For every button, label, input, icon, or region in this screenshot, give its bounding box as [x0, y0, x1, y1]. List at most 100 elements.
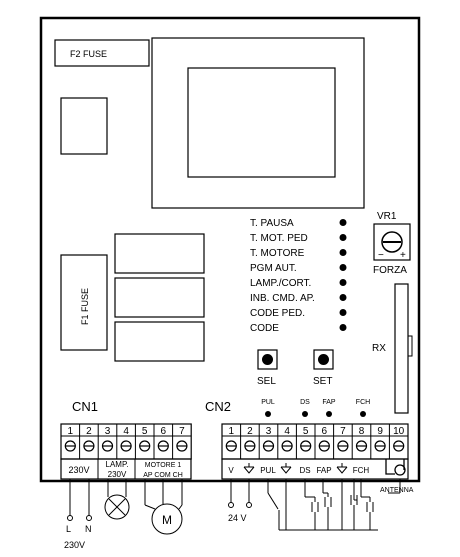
terminal-number: 9 [377, 426, 383, 437]
wire-terminal [246, 502, 252, 508]
indicator-led [339, 264, 347, 271]
ground-symbol [280, 466, 292, 474]
cn2-input-label: DS [300, 399, 310, 406]
pul-switch [267, 492, 279, 510]
terminal-number: 4 [284, 426, 290, 437]
cn2-input-led [326, 411, 332, 417]
lamp-icon [104, 494, 130, 520]
indicator-label: LAMP./CORT. [250, 278, 311, 289]
wire [178, 504, 183, 510]
transformer-outer [151, 37, 365, 209]
relay-3 [114, 321, 205, 362]
terminal-number: 10 [393, 426, 405, 437]
wire-n-label: N [85, 524, 92, 534]
indicator-led [339, 294, 347, 301]
cn2-input-label: PUL [261, 399, 275, 406]
f1-fuse-label: F1 FUSE [80, 288, 90, 325]
indicator-led [339, 309, 347, 316]
cn1-title: CN1 [72, 399, 98, 414]
terminal-number: 2 [86, 426, 92, 437]
rx-label: RX [372, 343, 386, 354]
sel-button-cap [262, 354, 273, 365]
trimmer-knob[interactable] [381, 231, 403, 253]
sel-button[interactable] [257, 349, 278, 370]
cn1-motor-pins: AP COM CH [143, 472, 183, 479]
ground-symbol [243, 466, 255, 474]
ground-symbol [336, 466, 348, 474]
cn1-lamp-label: LAMP. [106, 460, 129, 469]
cn1-230v-label: 230V [68, 465, 89, 475]
terminal-number: 1 [229, 426, 235, 437]
cn2-bottom-label: DS [299, 466, 310, 475]
cn2-bottom-label: V [228, 466, 234, 475]
cn2-input-led [265, 411, 271, 417]
cn2-title: CN2 [205, 399, 231, 414]
wire [144, 504, 156, 510]
wire-l-label: L [66, 524, 71, 534]
f2-fuse [54, 39, 150, 67]
trimmer-minus: − [378, 250, 384, 261]
sel-label: SEL [257, 376, 276, 387]
cn2-bottom-label: PUL [260, 466, 276, 475]
indicator-led [339, 279, 347, 286]
relay-1 [114, 233, 205, 274]
set-button-cap [318, 354, 329, 365]
cn2-bottom-label: FAP [316, 466, 331, 475]
supply-voltage-label: 24 V [228, 513, 247, 523]
antenna-label: ANTENNA [380, 487, 414, 494]
board-outline [39, 16, 421, 483]
cn2-input-led [360, 411, 366, 417]
motor-label: M [162, 513, 172, 527]
f2-fuse-label: F2 FUSE [70, 49, 107, 59]
motor-icon [151, 503, 183, 535]
terminal-number: 7 [179, 426, 185, 437]
terminal-number: 4 [123, 426, 129, 437]
trimmer-plus: + [400, 250, 406, 261]
rx-module [394, 283, 409, 414]
terminal-number: 1 [68, 426, 74, 437]
indicator-label: CODE PED. [250, 308, 305, 319]
antenna-symbol [385, 459, 395, 475]
indicator-label: INB. CMD. AP. [250, 293, 315, 304]
cn1-motor-label: MOTORE 1 [145, 462, 182, 469]
cn2-label-strip [221, 458, 409, 480]
set-button[interactable] [313, 349, 334, 370]
transformer-core [187, 67, 336, 178]
indicator-label: T. MOTORE [250, 248, 305, 259]
vr1-label: VR1 [377, 211, 397, 222]
indicator-led [339, 219, 347, 226]
terminal-number: 3 [266, 426, 272, 437]
rx-pin [407, 335, 413, 357]
cn2-input-led [302, 411, 308, 417]
cn2-bottom-label: FCH [353, 466, 370, 475]
relay-2 [114, 277, 205, 318]
lamp-icon [108, 498, 126, 516]
terminal-number: 8 [359, 426, 365, 437]
terminal-number: 6 [161, 426, 167, 437]
mains-voltage-label: 230V [64, 540, 85, 550]
terminal-number: 7 [340, 426, 346, 437]
terminal-number: 5 [142, 426, 148, 437]
forza-label: FORZA [373, 265, 407, 276]
cn1-lamp-voltage: 230V [108, 470, 127, 479]
set-label: SET [313, 376, 332, 387]
indicator-label: PGM AUT. [250, 263, 297, 274]
indicator-led [339, 324, 347, 331]
trimmer-housing [373, 223, 411, 261]
wire-terminal [67, 515, 73, 521]
terminal-number: 6 [322, 426, 328, 437]
f1-fuse [60, 254, 108, 351]
component-block [60, 97, 108, 155]
terminal-number: 5 [303, 426, 309, 437]
wire-terminal [86, 515, 92, 521]
indicator-label: CODE [250, 323, 279, 334]
antenna-symbol [394, 464, 406, 476]
indicator-led [339, 234, 347, 241]
indicator-label: T. MOT. PED [250, 233, 308, 244]
indicator-led [339, 249, 347, 256]
